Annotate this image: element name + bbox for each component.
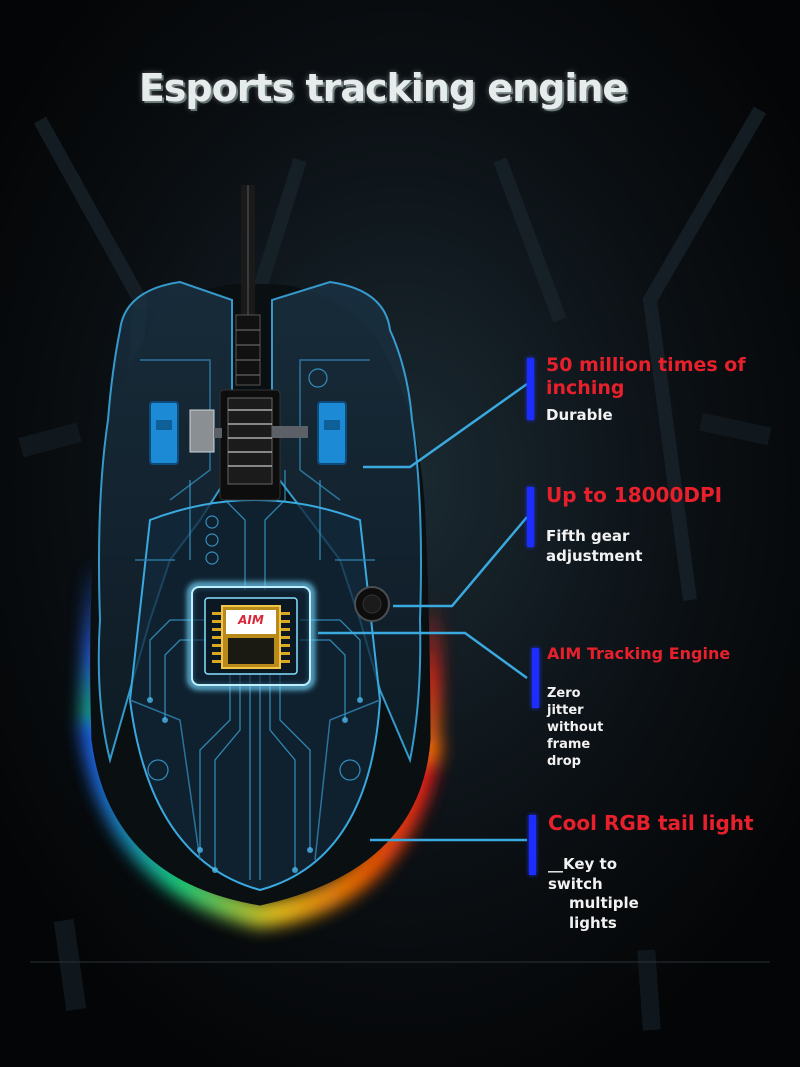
callout-description-line: adjustment [546,546,643,565]
callout-title-line: 50 million times of [546,354,746,376]
callout-accent-bar [527,487,534,547]
callout-description-text: Key to switch [548,855,618,893]
callout-accent-bar [527,358,534,420]
callout-description-line: multiple lights [569,894,639,932]
callout-title: Up to 18000DPI [546,483,723,507]
callout-title: 50 million times of inching [546,354,746,400]
callout-description-line: Zero jitter without [547,686,604,735]
callout-title: Cool RGB tail light [548,811,754,835]
callout-description-prefix: __ [548,855,563,873]
callout-description: __Key to switch multiple lights [548,855,639,933]
callout-description: Fifth gear adjustment [546,527,642,566]
chip-label: AIM [238,613,264,627]
callout-accent-bar [532,648,539,708]
callout-description: Zero jitter without frame drop [547,686,603,770]
callout-description-line: Fifth gear [546,527,630,545]
callout-description-line: __Key to switch [548,855,639,894]
callout-description-line: frame drop [547,736,591,769]
headline: Esports tracking engine [138,66,628,110]
callout-title: AIM Tracking Engine [547,644,731,663]
callout-accent-bar [529,815,536,875]
callout-title-line: inching [546,376,625,399]
callout-description: Durable [546,406,613,424]
